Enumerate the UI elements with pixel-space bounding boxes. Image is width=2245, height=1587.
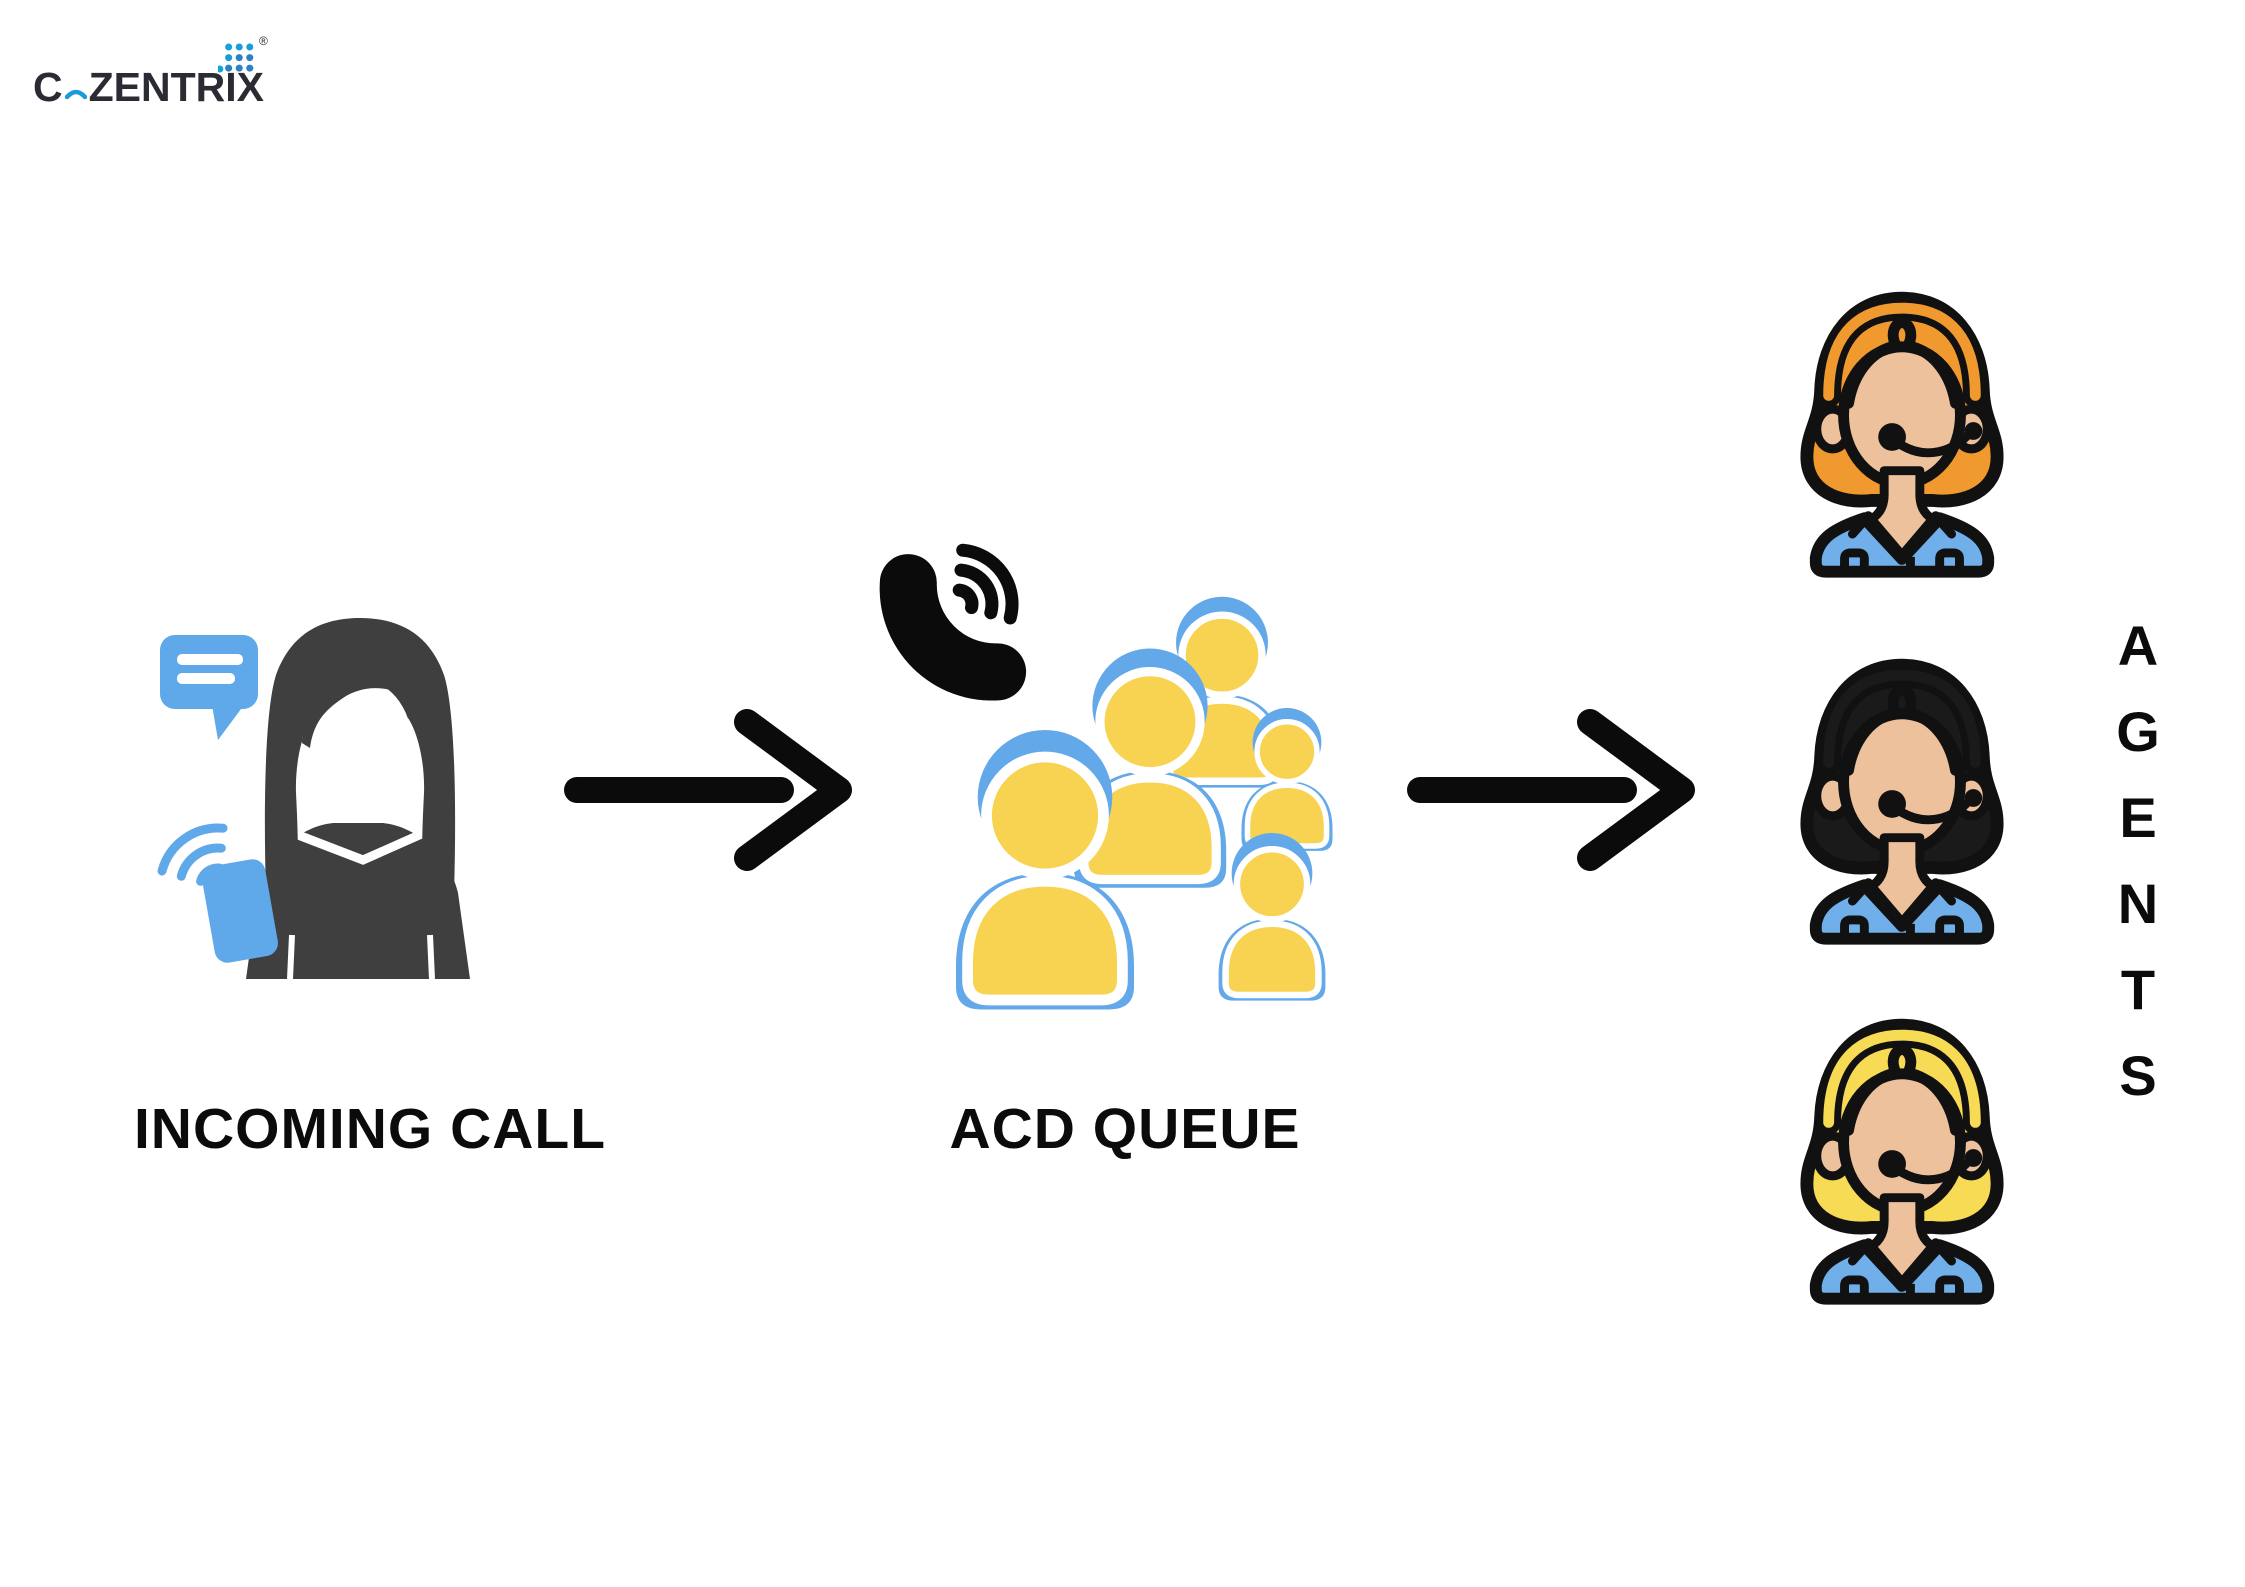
agents-letter: E xyxy=(2119,786,2157,849)
brand-suffix: ZENTRIX xyxy=(88,64,265,110)
right-arrow-icon xyxy=(1407,709,1695,871)
dot-matrix-icon xyxy=(218,43,254,73)
right-arrow-icon xyxy=(564,709,852,871)
caller-silhouette xyxy=(246,618,470,980)
brand-logo-text: C ZENTRIX xyxy=(33,64,264,111)
agents-letter: G xyxy=(2116,700,2160,763)
registered-mark: ® xyxy=(259,34,268,48)
mobile-phone-icon xyxy=(202,859,278,963)
support-agent-icon xyxy=(1793,650,2011,950)
woman-on-phone-icon xyxy=(157,618,470,980)
support-agent-icon xyxy=(1793,283,2011,583)
ringing-phone-icon xyxy=(879,543,1027,701)
brand-logo: C ZENTRIX ® xyxy=(33,34,293,130)
agents-letter: S xyxy=(2119,1044,2157,1107)
support-agent-icon xyxy=(1793,1010,2011,1310)
brand-prefix: C xyxy=(33,64,63,110)
speech-bubble-icon xyxy=(160,635,258,740)
agents-letter: T xyxy=(2120,958,2156,1021)
agents-letter: N xyxy=(2117,872,2159,935)
acd-queue-label: ACD QUEUE xyxy=(949,1097,1301,1161)
agents-letter: A xyxy=(2117,614,2159,677)
handset-dash-icon xyxy=(64,89,87,99)
incoming-call-label: INCOMING CALL xyxy=(133,1097,607,1161)
queue-person xyxy=(1218,832,1326,1001)
acd-queue-icon xyxy=(879,543,1333,1010)
